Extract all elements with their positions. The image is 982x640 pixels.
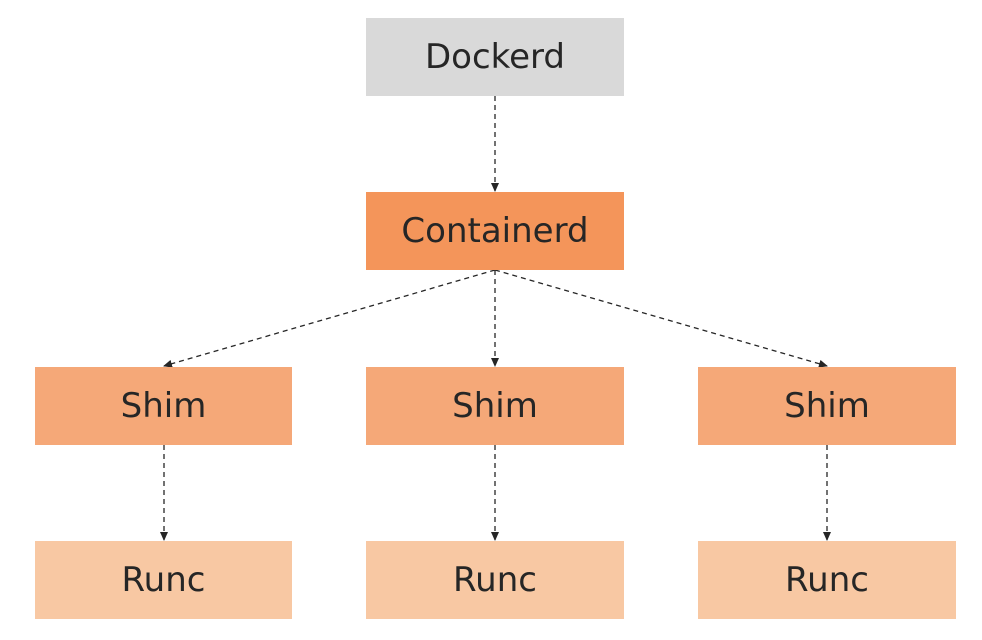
node-runc-1: Runc: [35, 541, 292, 619]
node-runc-2: Runc: [366, 541, 624, 619]
node-shim-1-label: Shim: [120, 386, 207, 426]
node-containerd: Containerd: [366, 192, 624, 270]
node-containerd-label: Containerd: [401, 211, 589, 251]
node-shim-2: Shim: [366, 367, 624, 445]
node-shim-1: Shim: [35, 367, 292, 445]
edge-containerd-to-shim-3: [494, 269, 828, 368]
node-shim-3-label: Shim: [784, 386, 870, 426]
node-shim-3: Shim: [698, 367, 956, 445]
node-runc-3: Runc: [698, 541, 956, 619]
node-shim-2-label: Shim: [452, 386, 538, 426]
node-runc-3-label: Runc: [785, 560, 869, 600]
edge-containerd-to-shim-1: [163, 269, 496, 368]
node-runc-2-label: Runc: [453, 560, 537, 600]
node-dockerd: Dockerd: [366, 18, 624, 96]
node-dockerd-label: Dockerd: [424, 37, 566, 77]
node-runc-1-label: Runc: [121, 560, 206, 600]
